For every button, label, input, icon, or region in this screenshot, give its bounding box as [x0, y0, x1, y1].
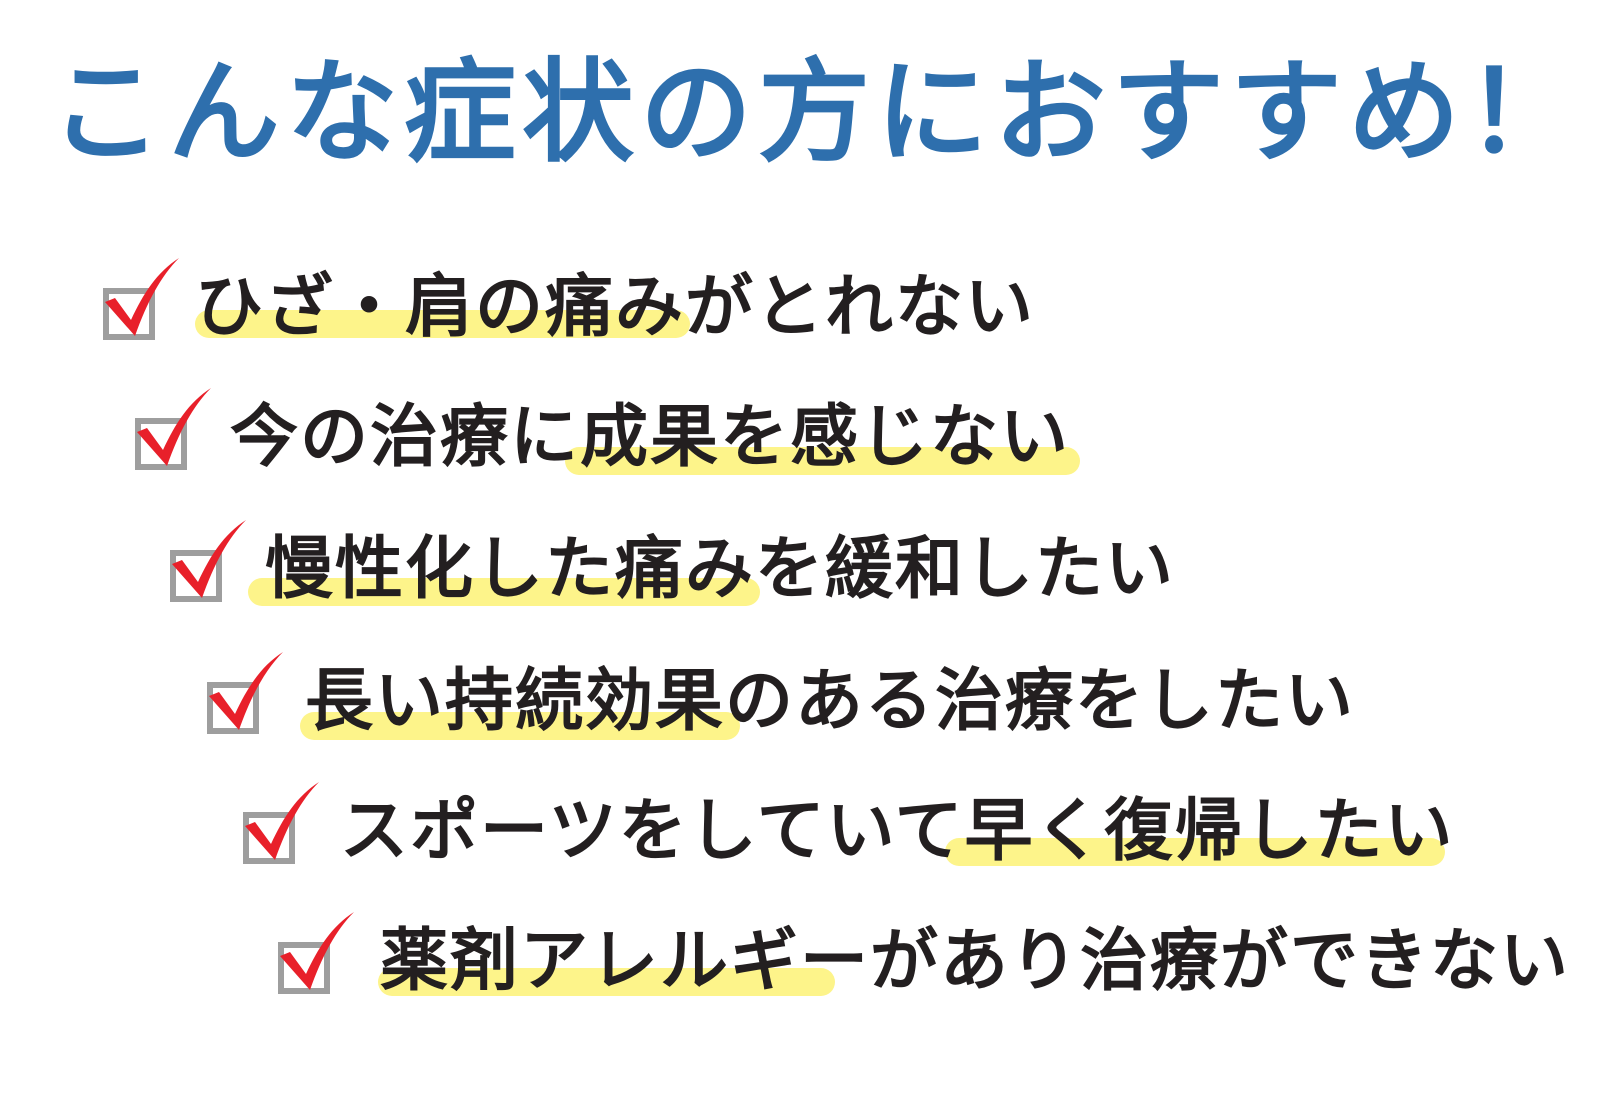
symptom-text: ひざ・肩の痛みがとれない — [195, 267, 1036, 347]
symptom-item: 長い持続効果のある治療をしたい — [207, 652, 1357, 762]
symptom-text: 今の治療に成果を感じない — [230, 397, 1071, 477]
symptom-text: スポーツをしていて早く復帰したい — [340, 791, 1455, 871]
symptom-item: 今の治療に成果を感じない — [135, 388, 1095, 498]
highlight-marker — [195, 310, 690, 338]
check-mark-icon — [209, 652, 283, 730]
highlight-marker — [300, 712, 740, 740]
check-mark-icon — [245, 782, 319, 860]
page-title: こんな症状の方におすすめ！ — [50, 47, 1584, 178]
check-mark-icon — [137, 388, 211, 466]
highlight-marker — [248, 578, 760, 606]
check-mark-icon — [105, 258, 179, 336]
symptom-item: 慢性化した痛みを緩和したい — [170, 520, 1180, 630]
symptom-item: 薬剤アレルギーがあり治療ができない — [278, 912, 1568, 1022]
symptom-text: 慢性化した痛みを緩和したい — [265, 529, 1176, 609]
highlight-marker — [378, 968, 835, 996]
highlight-marker — [565, 447, 1080, 475]
checkbox-icon — [243, 812, 295, 864]
symptom-text: 薬剤アレルギーがあり治療ができない — [380, 921, 1571, 1001]
symptom-text: 長い持続効果のある治療をしたい — [305, 661, 1356, 741]
highlight-marker — [945, 838, 1445, 866]
check-mark-icon — [280, 912, 354, 990]
symptom-item: ひざ・肩の痛みがとれない — [103, 258, 1053, 368]
check-mark-icon — [172, 520, 246, 598]
symptom-item: スポーツをしていて早く復帰したい — [243, 782, 1463, 892]
checkbox-icon — [135, 418, 187, 470]
